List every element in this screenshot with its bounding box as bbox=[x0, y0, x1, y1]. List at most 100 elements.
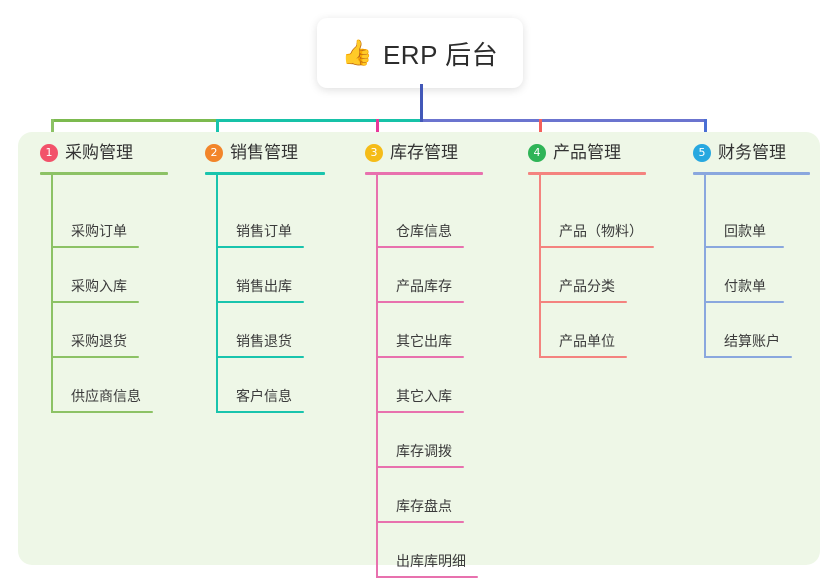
leaf-label: 产品单位 bbox=[559, 333, 615, 349]
column-spine-1 bbox=[51, 173, 53, 413]
leaf-rule bbox=[376, 356, 464, 358]
leaf-label: 销售退货 bbox=[236, 333, 292, 349]
leaf-item[interactable]: 产品（物料） bbox=[539, 200, 654, 248]
leaf-item[interactable]: 库存盘点 bbox=[376, 475, 464, 523]
column-3: 3 库存管理仓库信息产品库存其它出库其它入库库存调拨库存盘点出库库明细 bbox=[365, 132, 483, 578]
column-header-5[interactable]: 5 财务管理 bbox=[693, 144, 786, 162]
column-badge-4: 4 bbox=[528, 144, 546, 162]
column-header-rule-2 bbox=[205, 172, 325, 175]
column-badge-3: 3 bbox=[365, 144, 383, 162]
leaf-item[interactable]: 销售出库 bbox=[216, 255, 304, 303]
column-4: 4 产品管理产品（物料） 产品分类产品单位 bbox=[528, 132, 654, 565]
leaf-rule bbox=[51, 246, 139, 248]
column-spine-4 bbox=[539, 173, 541, 358]
leaf-label: 采购入库 bbox=[71, 278, 127, 294]
leaf-item[interactable]: 采购退货 bbox=[51, 310, 139, 358]
column-header-rule-1 bbox=[40, 172, 168, 175]
leaf-item[interactable]: 采购订单 bbox=[51, 200, 139, 248]
connector-stem bbox=[420, 84, 423, 122]
leaf-label: 产品（物料） bbox=[559, 223, 643, 239]
leaf-item[interactable]: 销售订单 bbox=[216, 200, 304, 248]
column-title-2: 销售管理 bbox=[230, 143, 298, 162]
leaf-rule bbox=[704, 301, 784, 303]
leaf-rule bbox=[376, 301, 464, 303]
leaf-rule bbox=[376, 576, 478, 578]
leaf-rule bbox=[376, 411, 464, 413]
column-title-5: 财务管理 bbox=[718, 143, 786, 162]
leaf-item[interactable]: 结算账户 bbox=[704, 310, 792, 358]
leaf-rule bbox=[51, 301, 139, 303]
leaf-label: 采购退货 bbox=[71, 333, 127, 349]
leaf-label: 付款单 bbox=[724, 278, 766, 294]
leaf-item[interactable]: 其它入库 bbox=[376, 365, 464, 413]
leaf-rule bbox=[216, 356, 304, 358]
column-header-rule-5 bbox=[693, 172, 810, 175]
leaf-label: 采购订单 bbox=[71, 223, 127, 239]
thumbs-up-icon: 👍 bbox=[341, 38, 373, 67]
column-badge-2: 2 bbox=[205, 144, 223, 162]
column-title-3: 库存管理 bbox=[390, 143, 458, 162]
leaf-item[interactable]: 库存调拨 bbox=[376, 420, 464, 468]
leaf-rule bbox=[216, 411, 304, 413]
leaf-item[interactable]: 客户信息 bbox=[216, 365, 304, 413]
leaf-label: 销售订单 bbox=[236, 223, 292, 239]
leaf-rule bbox=[539, 356, 627, 358]
column-spine-5 bbox=[704, 173, 706, 358]
leaf-label: 库存盘点 bbox=[396, 498, 452, 514]
leaf-label: 其它出库 bbox=[396, 333, 452, 349]
leaf-rule bbox=[51, 411, 153, 413]
leaf-label: 出库库明细 bbox=[396, 553, 466, 569]
leaf-rule bbox=[51, 356, 139, 358]
leaf-label: 其它入库 bbox=[396, 388, 452, 404]
connector-bus-segment-1 bbox=[51, 119, 218, 122]
leaf-label: 回款单 bbox=[724, 223, 766, 239]
connector-bus-segment-2 bbox=[216, 119, 422, 122]
leaf-rule bbox=[539, 301, 627, 303]
leaf-item[interactable]: 付款单 bbox=[704, 255, 784, 303]
leaf-label: 结算账户 bbox=[724, 333, 780, 349]
connector-bus-segment-3 bbox=[420, 119, 707, 122]
leaf-rule bbox=[216, 246, 304, 248]
root-node[interactable]: 👍 ERP 后台 bbox=[317, 18, 523, 88]
leaf-label: 产品分类 bbox=[559, 278, 615, 294]
leaf-rule bbox=[376, 466, 464, 468]
leaf-rule bbox=[376, 521, 464, 523]
leaf-item[interactable]: 供应商信息 bbox=[51, 365, 153, 413]
leaf-item[interactable]: 采购入库 bbox=[51, 255, 139, 303]
column-title-4: 产品管理 bbox=[553, 143, 621, 162]
column-header-1[interactable]: 1 采购管理 bbox=[40, 144, 133, 162]
leaf-label: 供应商信息 bbox=[71, 388, 141, 404]
column-5: 5 财务管理回款单付款单结算账户 bbox=[693, 132, 810, 565]
column-header-rule-3 bbox=[365, 172, 483, 175]
column-header-3[interactable]: 3 库存管理 bbox=[365, 144, 458, 162]
leaf-item[interactable]: 其它出库 bbox=[376, 310, 464, 358]
leaf-item[interactable]: 出库库明细 bbox=[376, 530, 478, 578]
leaf-label: 客户信息 bbox=[236, 388, 292, 404]
leaf-item[interactable]: 回款单 bbox=[704, 200, 784, 248]
column-header-4[interactable]: 4 产品管理 bbox=[528, 144, 621, 162]
diagram-canvas bbox=[18, 132, 820, 565]
leaf-label: 销售出库 bbox=[236, 278, 292, 294]
column-badge-5: 5 bbox=[693, 144, 711, 162]
leaf-rule bbox=[704, 356, 792, 358]
column-header-2[interactable]: 2 销售管理 bbox=[205, 144, 298, 162]
column-title-1: 采购管理 bbox=[65, 143, 133, 162]
leaf-rule bbox=[376, 246, 464, 248]
leaf-item[interactable]: 产品单位 bbox=[539, 310, 627, 358]
leaf-item[interactable]: 产品库存 bbox=[376, 255, 464, 303]
column-spine-3 bbox=[376, 173, 378, 578]
leaf-item[interactable]: 销售退货 bbox=[216, 310, 304, 358]
column-badge-1: 1 bbox=[40, 144, 58, 162]
column-1: 1 采购管理采购订单采购入库采购退货供应商信息 bbox=[40, 132, 168, 565]
leaf-label: 产品库存 bbox=[396, 278, 452, 294]
leaf-rule bbox=[539, 246, 654, 248]
column-header-rule-4 bbox=[528, 172, 646, 175]
leaf-item[interactable]: 仓库信息 bbox=[376, 200, 464, 248]
leaf-rule bbox=[216, 301, 304, 303]
leaf-item[interactable]: 产品分类 bbox=[539, 255, 627, 303]
root-title: ERP 后台 bbox=[382, 39, 499, 70]
leaf-rule bbox=[704, 246, 784, 248]
leaf-label: 仓库信息 bbox=[396, 223, 452, 239]
leaf-label: 库存调拨 bbox=[396, 443, 452, 459]
column-2: 2 销售管理销售订单销售出库销售退货客户信息 bbox=[205, 132, 325, 565]
